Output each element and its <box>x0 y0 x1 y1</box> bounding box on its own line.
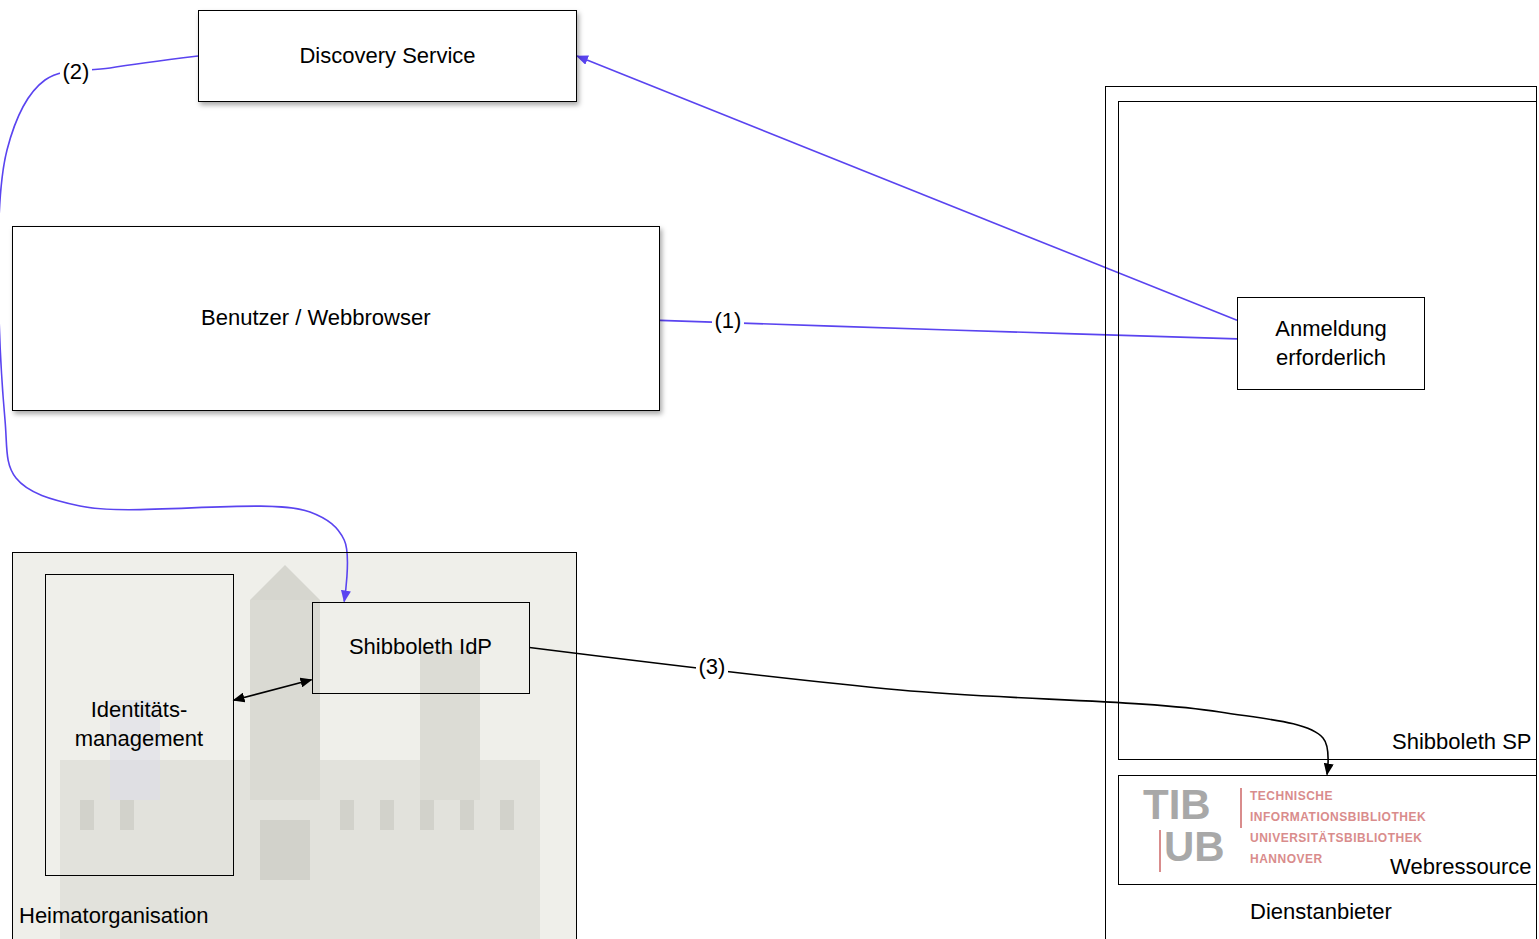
node-label: Shibboleth SP <box>1392 728 1531 757</box>
node-label: Anmeldung erforderlich <box>1246 315 1416 372</box>
connector-arrow <box>530 648 1329 775</box>
client-box: Benutzer / Webbrowser <box>12 226 660 411</box>
node-label: Webressource <box>1390 853 1531 882</box>
system-box: Identitäts- management <box>45 574 234 876</box>
callout-number: (2) <box>60 59 93 85</box>
callout-number: (3) <box>696 654 729 680</box>
resource-box: Webressource <box>1118 775 1537 885</box>
organisation-region: Heimatorganisation Identitäts- management… <box>12 552 577 939</box>
connector-arrow <box>234 680 312 701</box>
node-label: Heimatorganisation <box>19 902 209 931</box>
process-box: Anmeldung erforderlich <box>1237 297 1425 390</box>
node-label: Discovery Service <box>299 42 475 71</box>
connector-arrow <box>577 56 1237 320</box>
connector-arrow <box>660 320 1237 339</box>
logo-text: HANNOVER <box>1250 853 1323 865</box>
service-box: Discovery Service <box>198 10 577 102</box>
building-illustration <box>12 552 577 939</box>
logo-text: UNIVERSITÄTSBIBLIOTHEK <box>1250 832 1422 844</box>
logo-text: TECHNISCHE <box>1250 790 1333 802</box>
software-box: Shibboleth SP Anmeldung erforderlich <box>1118 101 1537 760</box>
logo-text: UB <box>1164 826 1225 868</box>
node-label: Benutzer / Webbrowser <box>201 304 430 333</box>
logo-text: TIB <box>1143 784 1211 826</box>
logo-bars <box>1160 788 1241 872</box>
node-label: Shibboleth IdP <box>349 633 492 662</box>
node-label: Dienstanbieter <box>1106 898 1536 927</box>
system-box: Shibboleth IdP <box>312 602 530 694</box>
provider-region: Dienstanbieter Shibboleth SP Anmeldung erf… <box>1105 86 1537 939</box>
callout-number: (1) <box>712 308 745 334</box>
logo-text: INFORMATIONSBIBLIOTHEK <box>1250 811 1426 823</box>
node-label: Identitäts- management <box>54 696 225 753</box>
